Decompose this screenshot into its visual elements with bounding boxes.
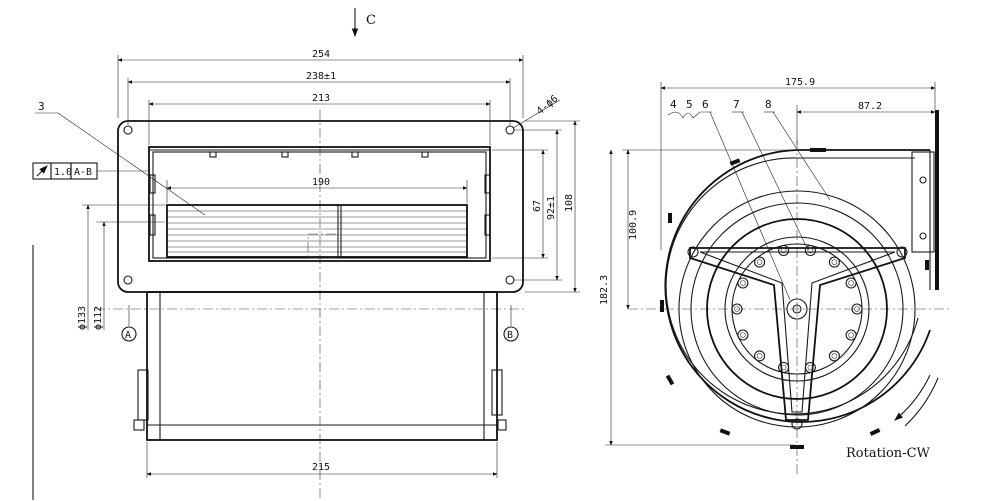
view-label: C [366,13,376,28]
dim-190-label: 190 [312,177,330,188]
balloon-4-label: 4 [670,98,677,111]
dim-238: 238±1 [127,71,511,125]
side-bracket [911,150,935,290]
rotation-label: Rotation-CW [846,446,931,461]
blower-housing [133,291,507,441]
dim-108: 108 [525,120,580,293]
impeller-wheel [166,204,468,259]
motor-hole-inner [854,306,860,312]
dim-108-label: 108 [564,194,575,212]
dim-67: 67 [492,149,548,259]
motor-hole-inner [740,332,746,338]
dim-213: 213 [148,93,491,145]
motor-hole [731,303,743,315]
dim-213-label: 213 [312,93,330,104]
datum-b-marker: B [503,305,519,342]
motor-hole-inner [756,259,763,265]
front-view: A B 254 238±1 213 [32,49,580,500]
motor-holes [731,244,863,374]
runout-tolerance-frame: 1.0 A-B [32,162,149,180]
datum-b-label: B [507,330,513,341]
dim-67-label: 67 [532,200,543,212]
motor-hole-inner [780,364,787,371]
dim-175-9: 175.9 [660,77,936,250]
view-c-indicator: C [351,8,376,38]
dim-100-9: 100.9 [622,149,790,310]
rotation-arrow: Rotation-CW [846,374,939,461]
motor-spider-bracket [687,246,908,430]
hole-callout-label: 4-ϕ6 [535,93,561,117]
motor-hole-inner [780,247,787,254]
motor-hole-inner [848,332,854,338]
balloon-6-label: 6 [702,98,709,111]
runout-datum: A-B [74,167,92,178]
motor-hole-inner [734,306,740,312]
motor-hole-inner [740,280,746,286]
datum-a-label: A [125,330,131,341]
side-view: 175.9 87.2 100.9 182.3 4 5 6 7 8 [599,77,950,475]
dim-254-label: 254 [312,49,330,60]
housing-tabs [660,110,939,449]
motor-hole-inner [831,259,838,265]
dim-87-2: 87.2 [796,101,936,145]
balloon-group: 4 5 6 7 8 [667,98,831,301]
dim-215: 215 [146,442,498,478]
motor-hole [754,256,766,268]
dim-182-3-label: 182.3 [599,275,610,305]
outlet-frame [148,146,491,262]
motor-hole-inner [831,353,838,359]
motor-hole [851,303,863,315]
dim-100-9-label: 100.9 [628,210,639,240]
dim-diam-112: ϕ112 [93,221,165,330]
motor-hole-inner [848,280,854,286]
motor-hole [737,277,749,289]
dim-diam-112-label: ϕ112 [93,306,104,330]
motor-hole-inner [807,247,814,254]
dim-92-label: 92±1 [546,196,557,220]
outlet-clips [209,151,429,158]
motor-hole [828,256,840,268]
motor-hole [778,361,790,374]
balloon-5-label: 5 [686,98,693,111]
balloon-8-label: 8 [765,98,772,111]
motor-hole [804,244,816,257]
dim-215-label: 215 [312,462,330,473]
runout-arrow-icon [36,165,48,177]
motor-hole [778,244,790,257]
dim-254: 254 [117,49,524,118]
motor-hole [828,350,840,362]
dim-92: 92±1 [514,129,562,281]
motor-hole [737,329,749,341]
dim-87-2-label: 87.2 [858,101,882,112]
dim-diam-133-label: ϕ133 [77,306,88,330]
motor-hole [754,350,766,362]
motor-hole-inner [756,353,763,359]
dim-238-label: 238±1 [306,71,336,82]
datum-a-marker: A [121,305,137,342]
runout-value: 1.0 [54,167,72,178]
dim-175-9-label: 175.9 [785,77,815,88]
motor-hole-inner [807,364,814,371]
motor-hole [845,329,857,341]
motor-hole [845,277,857,289]
balloon-3: 3 [35,100,206,216]
dim-190: 190 [166,177,468,203]
motor-hole [804,361,816,374]
scroll-housing [664,149,931,428]
housing-body [146,291,498,441]
balloon-3-label: 3 [38,100,45,113]
balloon-7-label: 7 [733,98,740,111]
dim-182-3: 182.3 [599,149,795,446]
dim-diam-133: ϕ133 [77,204,165,330]
